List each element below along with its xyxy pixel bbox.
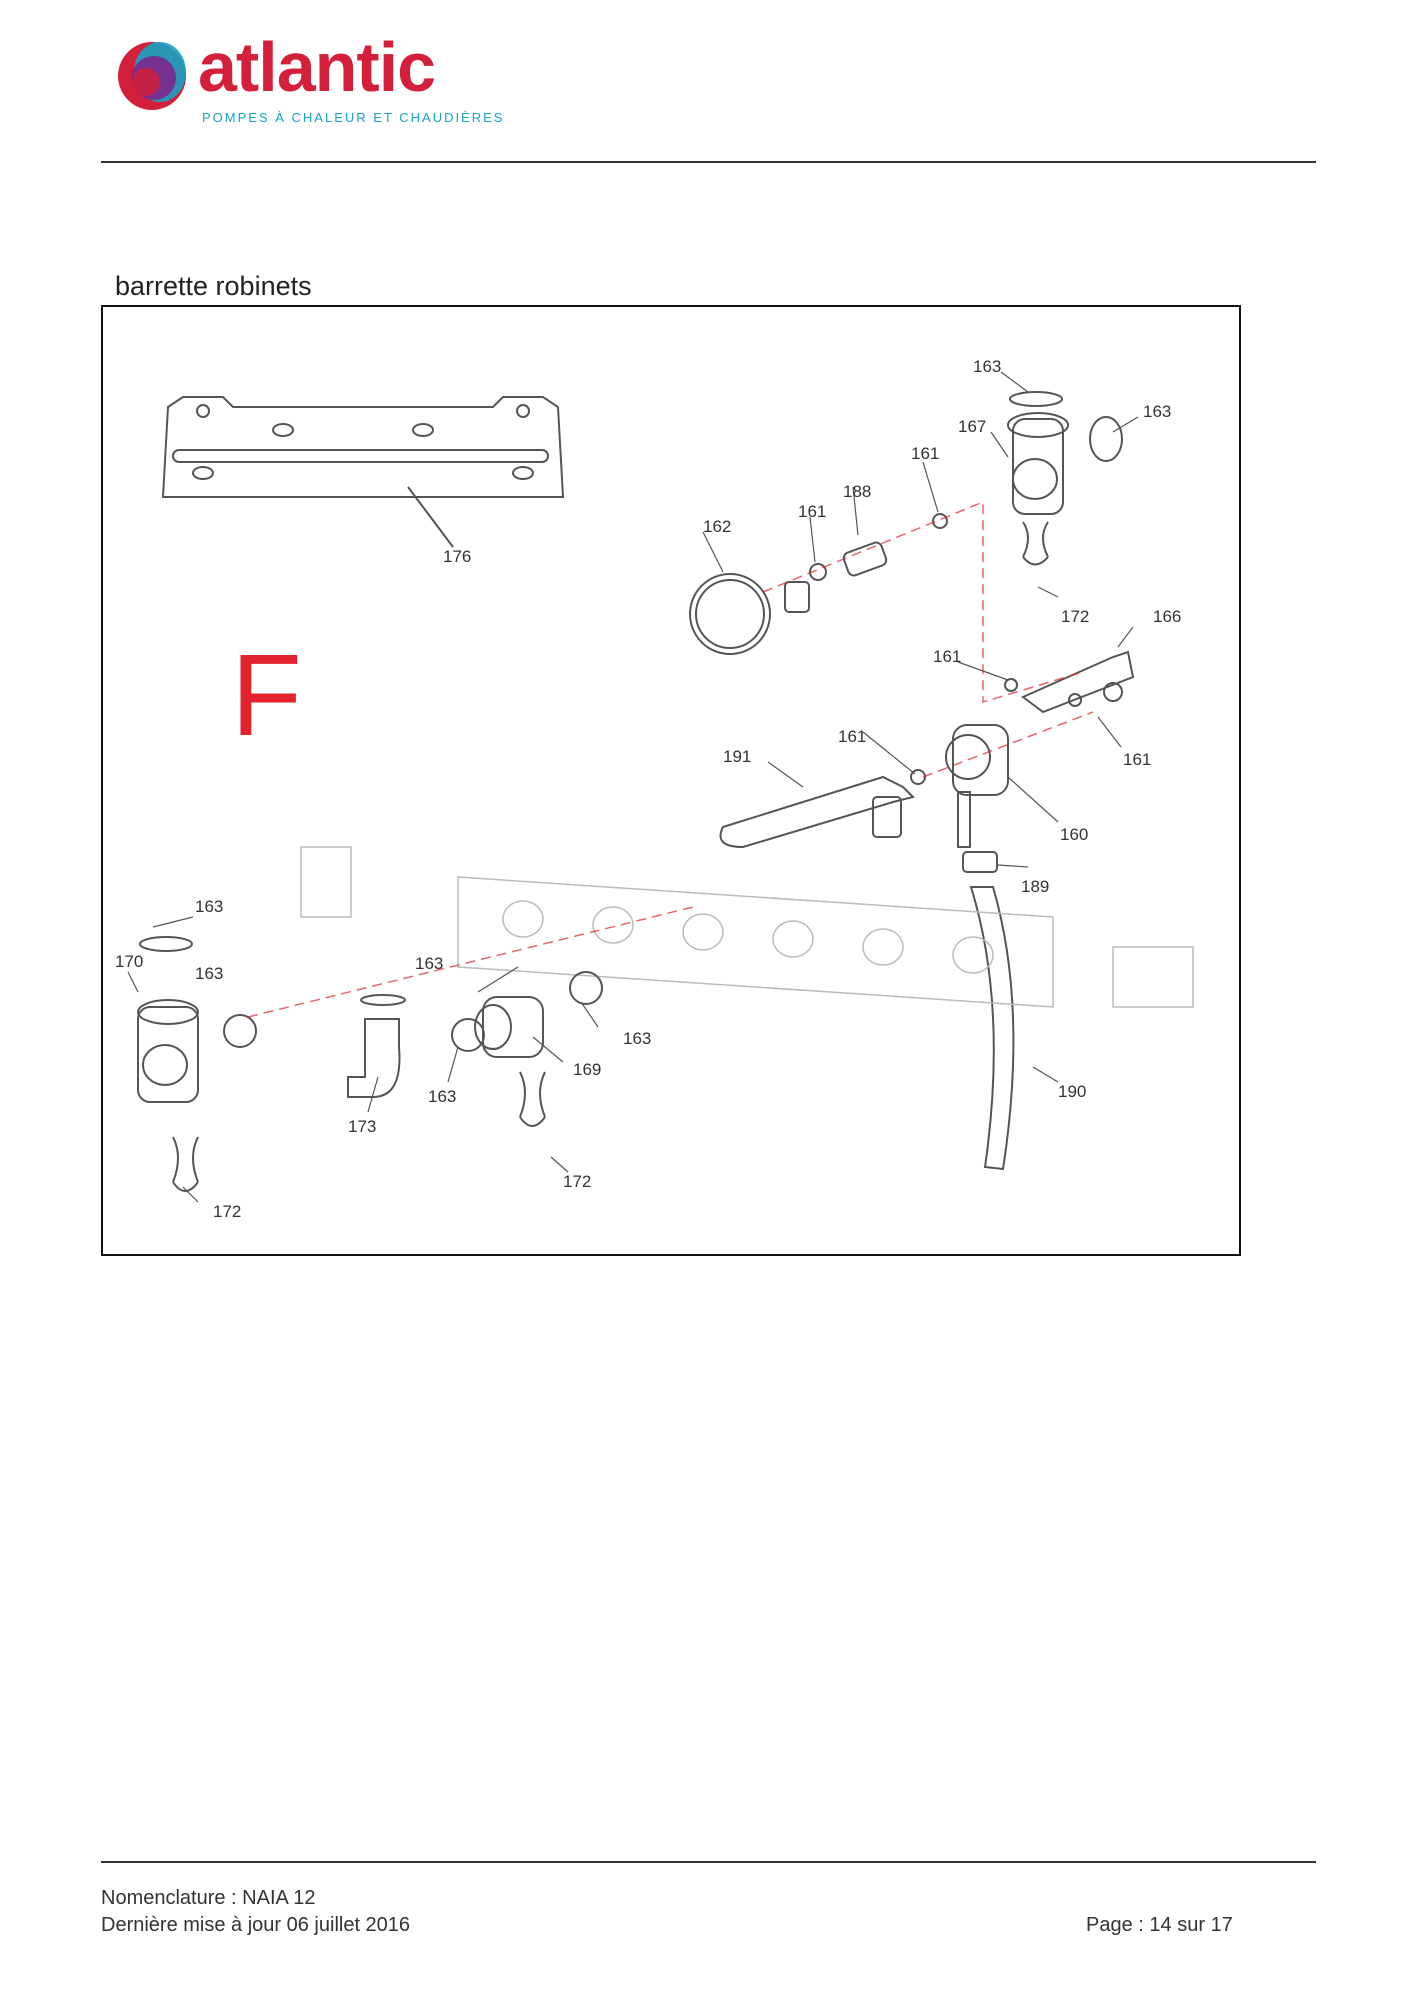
brand-name: atlantic <box>198 28 436 106</box>
callout-label: 161 <box>838 727 866 746</box>
callout-label: 161 <box>911 444 939 463</box>
callout-label: 167 <box>958 417 986 436</box>
footer-update-date: Dernière mise à jour 06 juillet 2016 <box>101 1914 411 1936</box>
pressure-gauge-part <box>689 573 771 655</box>
callout-label: 176 <box>443 547 471 566</box>
section-letter: F <box>231 630 302 760</box>
footer-divider <box>101 1861 1316 1863</box>
callout-label: 163 <box>195 964 223 983</box>
callout-labels: 163 163 167 161 188 161 162 176 172 166 … <box>115 357 1181 1221</box>
page-separator: sur <box>1177 1914 1205 1936</box>
logo-mark-icon <box>118 42 186 110</box>
elbow-173-part <box>347 1018 401 1098</box>
callout-label: 163 <box>415 954 443 973</box>
callout-label: 163 <box>623 1029 651 1048</box>
valve-170-part <box>137 1006 199 1103</box>
callout-label: 162 <box>703 517 731 536</box>
valve-160-part <box>952 724 1009 796</box>
page-current: 14 <box>1149 1914 1172 1936</box>
page-label: Page : <box>1086 1914 1144 1936</box>
callout-label: 191 <box>723 747 751 766</box>
callout-label: 163 <box>428 1087 456 1106</box>
page-number: Page : 14 sur 17 <box>1086 1914 1233 1937</box>
callout-label: 161 <box>1123 750 1151 769</box>
pipe-191-part <box>719 775 915 849</box>
header-divider <box>101 161 1316 163</box>
footer-nomenclature: Nomenclature : NAIA 12 <box>101 1887 316 1909</box>
parts-diagram-drawing: 163 163 167 161 188 161 162 176 172 166 … <box>115 357 1194 1221</box>
callout-label: 163 <box>195 897 223 916</box>
valve-169-part <box>482 996 544 1058</box>
callout-label: 172 <box>213 1202 241 1221</box>
callout-label: 161 <box>933 647 961 666</box>
callout-label: 166 <box>1153 607 1181 626</box>
brand-tagline: POMPES À CHALEUR ET CHAUDIÈRES <box>202 110 505 125</box>
mounting-rail-part <box>161 396 565 498</box>
callout-label: 172 <box>563 1172 591 1191</box>
callout-label: 160 <box>1060 825 1088 844</box>
callout-label: 173 <box>348 1117 376 1136</box>
valve-top-right-part <box>1012 418 1064 515</box>
hose-190-part <box>969 886 1015 1171</box>
callout-label: 163 <box>973 357 1001 376</box>
callout-label: 169 <box>573 1060 601 1079</box>
callout-label: 170 <box>115 952 143 971</box>
pipe-166-part <box>1021 650 1135 714</box>
callout-label: 190 <box>1058 1082 1086 1101</box>
callout-label: 188 <box>843 482 871 501</box>
atlantic-logo: atlantic POMPES À CHALEUR ET CHAUDIÈRES <box>112 32 502 130</box>
nut-189-part <box>962 851 998 873</box>
callout-label: 189 <box>1021 877 1049 896</box>
parts-diagram: 163 163 167 161 188 161 162 176 172 166 … <box>101 305 1241 1256</box>
callout-label: 172 <box>1061 607 1089 626</box>
rail-slot <box>172 449 549 463</box>
callout-label: 163 <box>1143 402 1171 421</box>
page-total: 17 <box>1210 1914 1233 1936</box>
callout-label: 161 <box>798 502 826 521</box>
section-title: barrette robinets <box>115 271 312 301</box>
